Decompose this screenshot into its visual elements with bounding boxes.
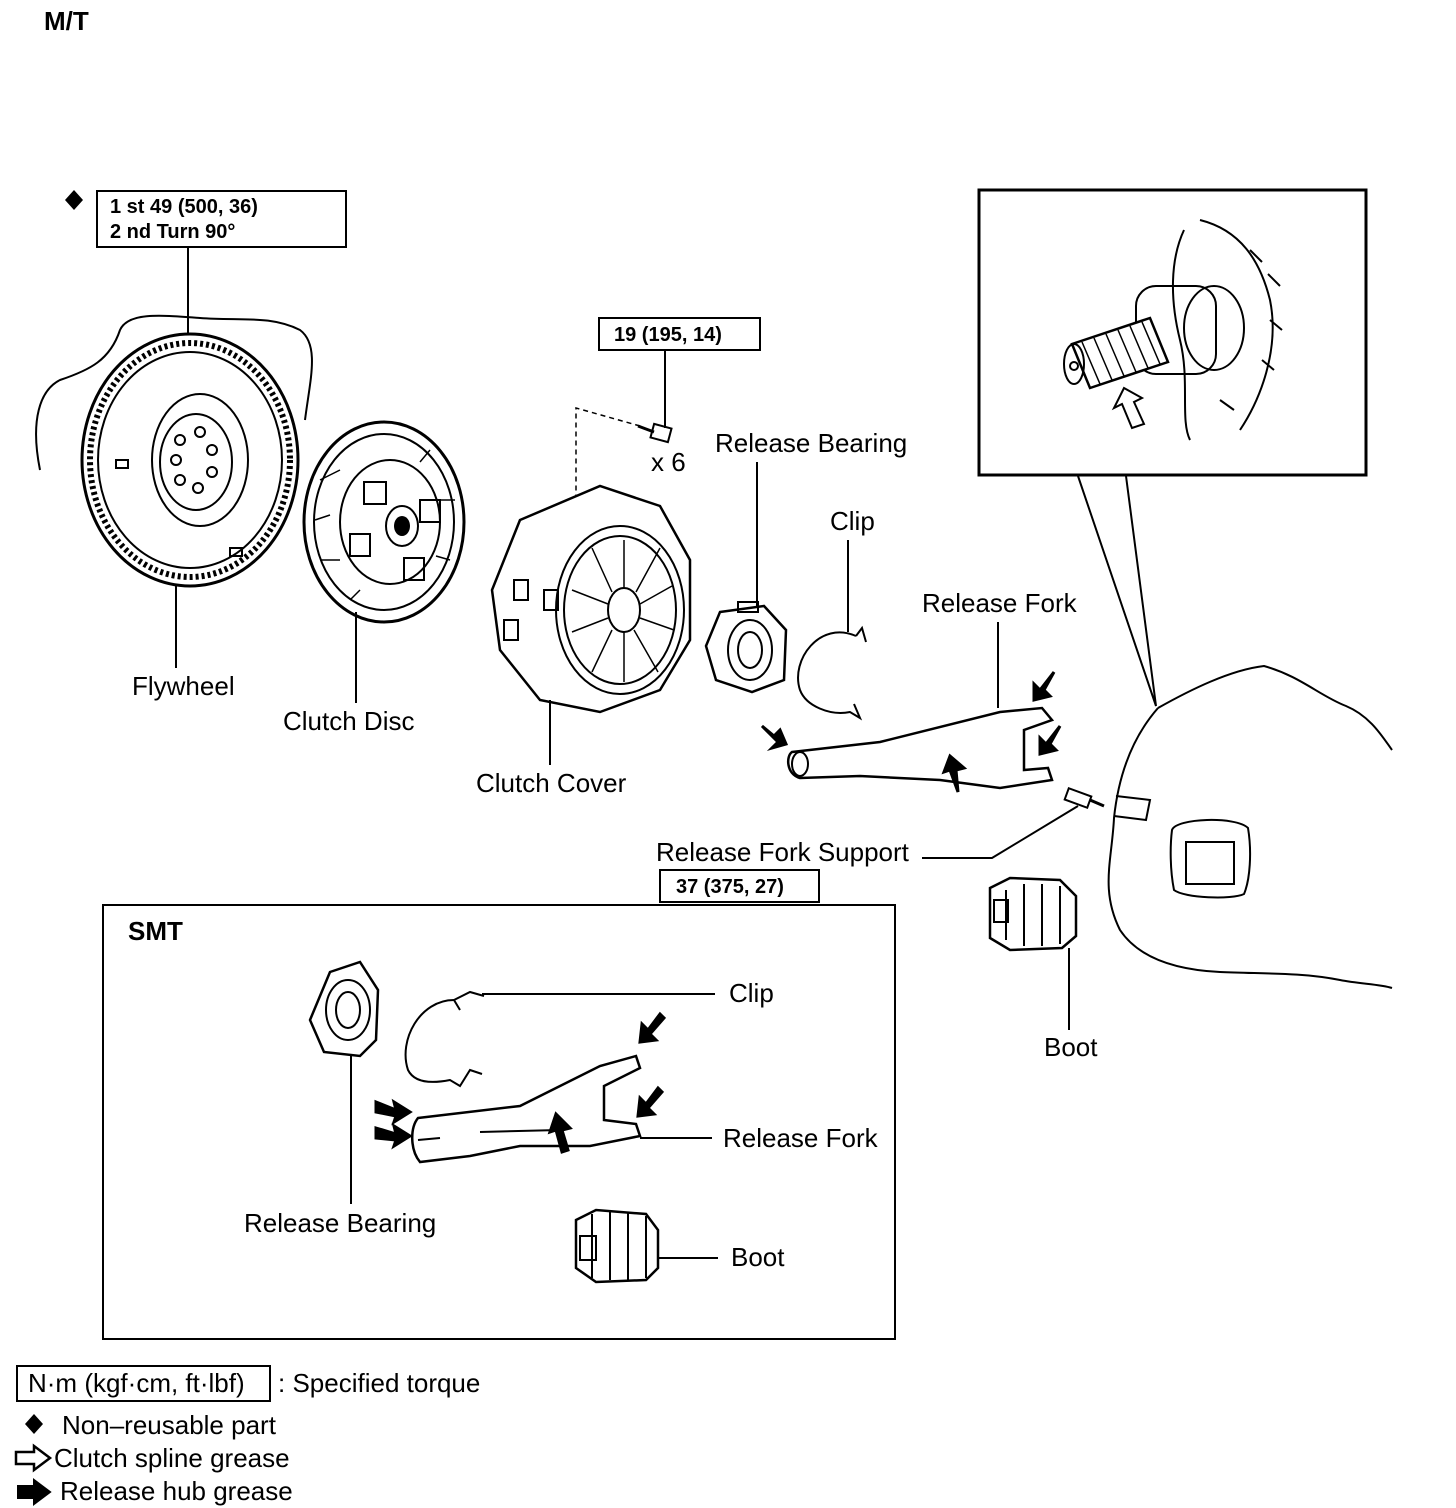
label-clutch-cover: Clutch Cover	[476, 768, 627, 798]
diamond-icon	[25, 1414, 43, 1434]
legend-spline-grease: Clutch spline grease	[54, 1443, 290, 1473]
solid-arrow-icon	[374, 1098, 413, 1126]
cover-bolt-torque-spec: 19 (195, 14) x 6	[575, 317, 761, 560]
smt-boot: Boot	[574, 1208, 785, 1284]
smt-label-release-bearing: Release Bearing	[244, 1208, 436, 1238]
label-release-bearing: Release Bearing	[715, 428, 907, 458]
smt-title: SMT	[128, 916, 183, 946]
label-clip: Clip	[830, 506, 875, 536]
legend-torque-text: : Specified torque	[278, 1368, 480, 1398]
legend: N·m (kgf·cm, ft·lbf) : Specified torque …	[14, 1365, 480, 1506]
release-fork-illustration: Release Fork	[760, 588, 1078, 793]
label-release-fork-support: Release Fork Support	[656, 837, 910, 867]
solid-arrow-icon	[760, 724, 789, 752]
release-bearing-illustration: Release Bearing	[704, 428, 907, 694]
solid-arrow-icon	[1038, 725, 1062, 756]
diamond-icon	[65, 190, 83, 210]
solid-arrow-icon	[1032, 671, 1056, 702]
solid-arrow-icon	[547, 1111, 573, 1154]
flywheel-torque-spec: 1 st 49 (500, 36) 2 nd Turn 90°	[65, 190, 347, 450]
bolt-icon	[637, 422, 673, 444]
smt-section: SMT Release Bearing Clip Release F	[102, 904, 896, 1340]
legend-torque-box: N·m (kgf·cm, ft·lbf)	[28, 1368, 245, 1398]
legend-non-reusable: Non–reusable part	[62, 1410, 277, 1440]
label-clutch-disc: Clutch Disc	[283, 706, 414, 736]
label-flywheel: Flywheel	[132, 671, 235, 701]
flywheel-illustration: Flywheel	[35, 314, 313, 701]
support-pivot-icon	[1063, 786, 1105, 810]
label-boot: Boot	[1044, 1032, 1098, 1062]
label-release-fork: Release Fork	[922, 588, 1078, 618]
page-title: M/T	[44, 6, 89, 36]
legend-hub-grease: Release hub grease	[60, 1476, 293, 1506]
boot-illustration: Boot	[988, 876, 1098, 1062]
solid-arrow-icon	[638, 1011, 667, 1044]
smt-release-fork: Release Fork	[374, 1011, 879, 1164]
solid-arrow-icon	[636, 1085, 665, 1118]
smt-label-release-fork: Release Fork	[723, 1123, 879, 1153]
solid-arrow-icon	[17, 1478, 52, 1506]
solid-arrow-icon	[941, 753, 968, 793]
solid-arrow-icon	[374, 1122, 413, 1150]
torque-cover-bolt: 19 (195, 14)	[614, 324, 722, 346]
clip-illustration: Clip	[797, 506, 875, 721]
bolt-quantity: x 6	[651, 447, 686, 477]
smt-label-clip: Clip	[729, 978, 774, 1008]
smt-label-boot: Boot	[731, 1242, 785, 1272]
hollow-arrow-icon	[1111, 386, 1146, 430]
smt-release-bearing: Release Bearing	[244, 960, 436, 1238]
spline-detail-inset	[977, 188, 1368, 707]
clutch-cover-illustration: Clutch Cover	[476, 484, 692, 798]
release-fork-support: Release Fork Support 37 (375, 27)	[656, 786, 1105, 903]
transmission-housing	[1107, 664, 1393, 989]
torque-fork-support: 37 (375, 27)	[676, 876, 784, 898]
torque-flywheel-line2: 2 nd Turn 90°	[110, 221, 235, 243]
torque-flywheel-line1: 1 st 49 (500, 36)	[110, 196, 258, 218]
hollow-arrow-icon	[14, 1443, 53, 1473]
smt-clip: Clip	[404, 978, 774, 1088]
clutch-disc-illustration: Clutch Disc	[283, 420, 466, 736]
